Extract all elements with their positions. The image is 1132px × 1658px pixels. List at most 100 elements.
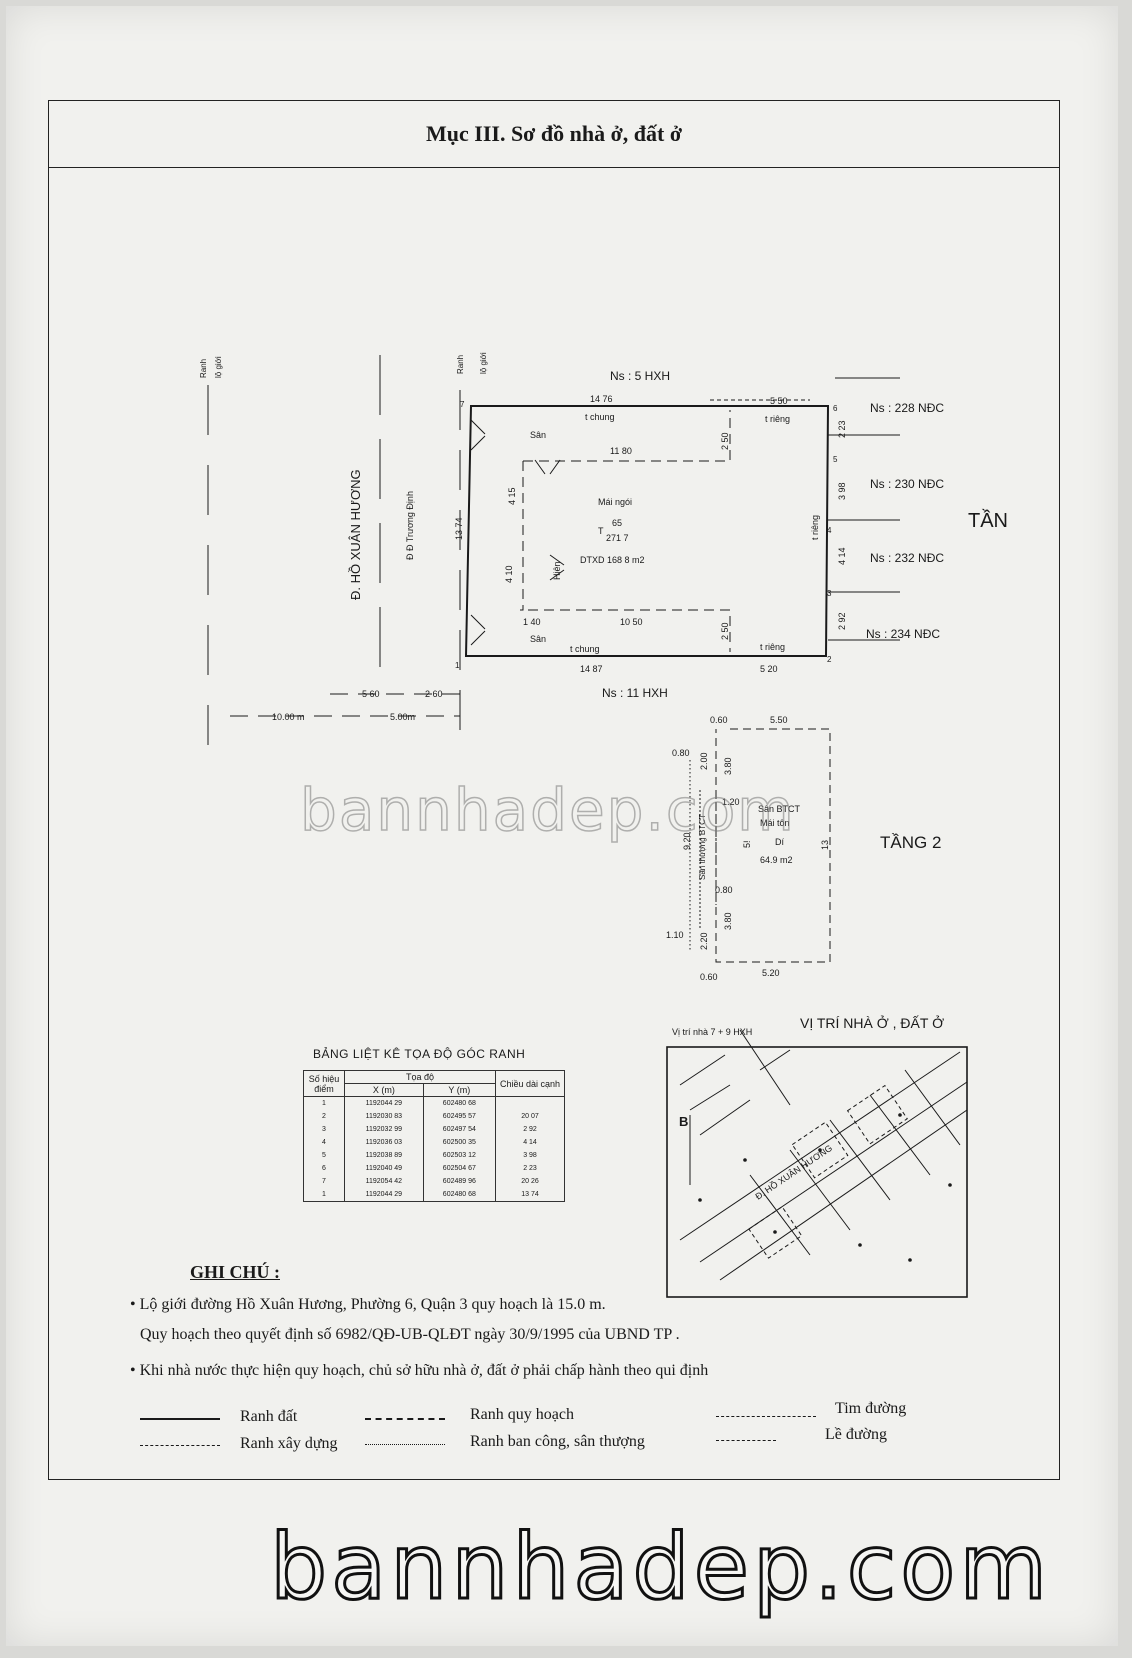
dim-right-1: 2 23 <box>837 420 847 438</box>
label-chung-top: t chung <box>585 412 615 422</box>
legend-ranh-xay-dung-stroke <box>140 1445 220 1446</box>
neighbor-right-2: Ns : 230 NĐC <box>870 477 944 491</box>
coord-header-point: Số hiệu điểm <box>303 1070 345 1097</box>
point-2: 2 <box>827 655 832 664</box>
f2-mai-ton: Mái tôn <box>760 818 790 828</box>
coord-header-coords: Tọa độ <box>344 1070 496 1084</box>
f2-san-thuong: Sân thượng BTCT <box>698 814 707 880</box>
label-hien: Hiên <box>552 561 562 580</box>
point-3: 3 <box>827 589 832 598</box>
tan-label: TẦN <box>968 509 1008 532</box>
location-map-parcels <box>679 1029 968 1281</box>
dim-left-height: 13 74 <box>454 517 464 540</box>
floor2-outline <box>715 728 831 963</box>
f2-side-2: 13 <box>820 840 830 850</box>
legend-ranh-quy-hoach: Ranh quy hoạch <box>470 1406 574 1423</box>
title-divider <box>49 167 1059 168</box>
point-5: 5 <box>833 455 838 464</box>
point-6: 6 <box>833 404 838 413</box>
label-floor-top: 65 <box>612 518 622 528</box>
label-rieng-right: t riêng <box>810 515 820 540</box>
f2-dim-12: 0.60 <box>700 972 718 982</box>
label-san-bottom: Sân <box>530 634 546 644</box>
dim-left-offset: 1 40 <box>523 617 541 627</box>
door-bottom <box>470 614 486 646</box>
point-1: 1 <box>455 661 460 670</box>
dim-bottom-right: 5 20 <box>760 664 778 674</box>
dim-bottom-inner: 10 50 <box>620 617 643 627</box>
label-floor-num: T <box>598 526 604 536</box>
document-frame: Mục III. Sơ đồ nhà ở, đất ở <box>48 100 1060 1480</box>
f2-area: 64.9 m2 <box>760 855 793 865</box>
point-4: 4 <box>827 526 832 535</box>
legend-le-duong: Lề đường <box>825 1426 888 1443</box>
neighbor-right-4: Ns : 234 NĐC <box>866 627 940 641</box>
north-arrow-label: B <box>679 1114 688 1129</box>
label-floor-bottom: 271 7 <box>606 533 629 543</box>
dim-bottom-total: 14 87 <box>580 664 603 674</box>
tang2-label: TẦNG 2 <box>880 833 941 852</box>
door-top <box>470 419 486 451</box>
dim-top-right: 5 50 <box>770 396 788 406</box>
coord-header-length: Chiều dài cạnh <box>495 1070 565 1097</box>
label-mai-ngoi: Mái ngói <box>598 497 632 507</box>
dim-right-3: 4 14 <box>837 547 847 565</box>
lo-gioi-label-right: lộ giới <box>479 352 488 374</box>
legend-tim-duong-stroke <box>716 1416 816 1417</box>
f2-dim-5: 3.80 <box>723 757 733 775</box>
dim-inner-h2: 4 10 <box>504 565 514 583</box>
watermark-bottom: bannhadep.com <box>268 1514 1052 1622</box>
road-inner-name: Đ Đ Trương Định <box>405 491 415 560</box>
location-map-caption: Vị trí nhà 7 + 9 HXH <box>672 1027 752 1037</box>
ranh-label-left: Ranh <box>199 359 208 378</box>
f2-dim-11: 2.20 <box>699 932 709 950</box>
f2-dim-1: 0.60 <box>710 715 728 725</box>
dim-top-total: 14 76 <box>590 394 613 404</box>
legend-ranh-ban-cong: Ranh ban công, sân thượng <box>470 1433 645 1450</box>
label-dtxd: DTXD 168 8 m2 <box>580 555 645 565</box>
legend-ranh-ban-cong-stroke <box>365 1444 445 1445</box>
dim-inner-h1: 4 15 <box>507 487 517 505</box>
f2-dim-9: 3.80 <box>723 912 733 930</box>
label-rieng-top: t riêng <box>765 414 790 424</box>
door-inner-mid <box>549 554 565 581</box>
road-name: Đ. HỒ XUÂN HƯƠNG <box>348 469 363 600</box>
dim-road-b: 2 60 <box>425 689 443 699</box>
f2-dim-7: 9.20 <box>682 832 692 850</box>
notes-heading: GHI CHÚ : <box>190 1262 280 1282</box>
notes-line-3: • Khi nhà nước thực hiện quy hoạch, chủ … <box>130 1362 709 1379</box>
dim-road-c: 10.00 m <box>272 712 305 722</box>
coord-header-x: X (m) <box>344 1083 424 1097</box>
neighbor-top: Ns : 5 HXH <box>610 369 670 383</box>
dim-road-d: 5.00m <box>390 712 415 722</box>
building-outline-bottom <box>520 461 731 652</box>
f2-dim-13: 5.20 <box>762 968 780 978</box>
coord-header-y: Y (m) <box>422 1083 497 1097</box>
watermark-middle: bannhadep.com <box>299 775 796 845</box>
location-map-frame <box>666 1046 968 1298</box>
document-sheet <box>6 6 1118 1646</box>
dim-right-4: 2 92 <box>837 612 847 630</box>
coord-table-title: BẢNG LIỆT KÊ TỌA ĐỘ GÓC RANH <box>313 1047 526 1061</box>
notes-line-1: • Lộ giới đường Hồ Xuân Hương, Phường 6,… <box>130 1296 606 1313</box>
door-inner-top <box>534 459 561 475</box>
neighbor-bottom: Ns : 11 HXH <box>602 686 668 700</box>
point-7: 7 <box>460 400 465 409</box>
label-rieng-bottom: t riêng <box>760 642 785 652</box>
neighbor-right-3: Ns : 232 NĐC <box>870 551 944 565</box>
neighbor-right-1: Ns : 228 NĐC <box>870 401 944 415</box>
dim-road-a: 5 60 <box>362 689 380 699</box>
f2-dim-10: 1.10 <box>666 930 684 940</box>
location-map-title: VỊ TRÍ NHÀ Ở , ĐẤT Ở <box>800 1014 944 1031</box>
dim-inner-top: 11 80 <box>610 446 632 456</box>
coord-table: Số hiệu điểm Tọa độ Chiều dài cạnh X (m)… <box>303 1070 565 1202</box>
building-outline-top <box>523 410 731 462</box>
f2-dim-4: 2.00 <box>699 752 709 770</box>
f2-side-1: 5! <box>742 840 752 848</box>
